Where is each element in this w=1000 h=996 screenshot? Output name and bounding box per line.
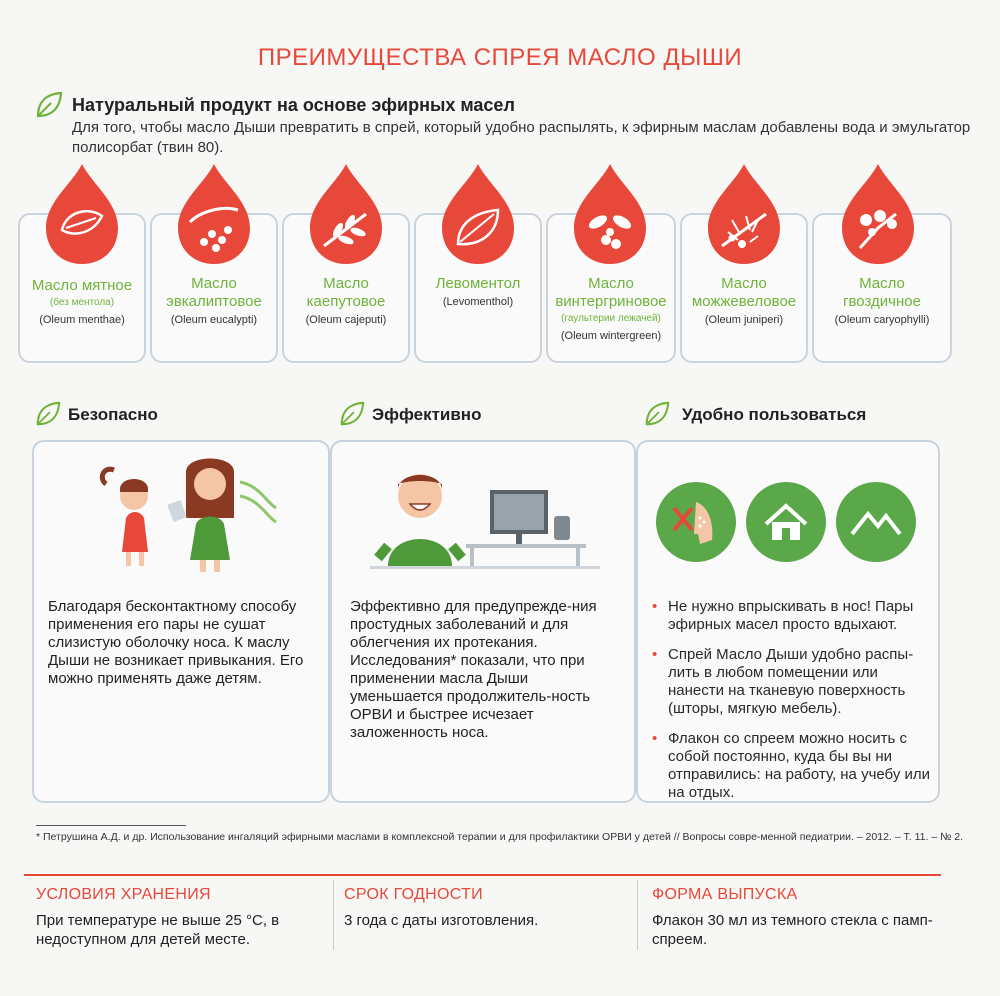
eucalyptus-icon bbox=[172, 160, 256, 268]
feature-text-safe: Благодаря бесконтактному способу примене… bbox=[48, 598, 304, 687]
shelf-life-heading: СРОК ГОДНОСТИ bbox=[344, 886, 483, 903]
man-at-desk-illustration bbox=[370, 472, 600, 572]
storage-text: При температуре не выше 25 °С, в недосту… bbox=[36, 912, 280, 948]
oil-name: Масло мятное bbox=[31, 277, 133, 294]
feature-heading: Эффективно bbox=[372, 405, 482, 424]
no-nose-spray-icon bbox=[656, 482, 736, 562]
intro-text: Для того, чтобы масло Дыши превратить в … bbox=[72, 119, 971, 156]
leaf-icon bbox=[436, 160, 520, 268]
feature-heading: Безопасно bbox=[68, 405, 158, 424]
mother-child-illustration bbox=[90, 452, 280, 572]
bullet-item: Флакон со спреем можно носить с собой по… bbox=[652, 730, 934, 802]
footnote-divider bbox=[36, 825, 186, 826]
bullet-item: Не нужно впрыскивать в нос! Пары эфирных… bbox=[652, 598, 934, 634]
oil-latin: (Oleum cajeputi) bbox=[305, 314, 387, 326]
shelf-life-text: 3 года с даты изготовления. bbox=[344, 912, 539, 929]
feature-box-effective bbox=[330, 440, 636, 803]
bottom-rule bbox=[24, 874, 941, 876]
leaf-icon bbox=[34, 400, 62, 428]
feature-text-effective: Эффективно для предупрежде-ния простудны… bbox=[350, 598, 597, 741]
cajeput-sprig-icon bbox=[304, 160, 388, 268]
oil-note: (без ментола) bbox=[49, 297, 115, 308]
juniper-icon bbox=[702, 160, 786, 268]
oil-name: Масло гвоздичное bbox=[843, 275, 921, 310]
bottom-divider bbox=[637, 880, 638, 950]
oil-latin: (Oleum caryophylli) bbox=[834, 314, 930, 326]
oil-name: Масло каепутовое bbox=[306, 275, 386, 310]
bottom-divider bbox=[333, 880, 334, 950]
oil-latin: (Oleum juniperi) bbox=[704, 314, 784, 326]
bullet-item: Спрей Масло Дыши удобно распы-лить в люб… bbox=[652, 646, 934, 718]
release-form-text: Флакон 30 мл из темного стекла с памп-сп… bbox=[652, 912, 933, 948]
clove-icon bbox=[836, 160, 920, 268]
home-icon bbox=[746, 482, 826, 562]
oil-name: Масло винтергриновое bbox=[555, 275, 667, 310]
mint-leaf-icon bbox=[40, 160, 124, 268]
oil-name: Масло можжевеловое bbox=[691, 275, 797, 310]
mountains-icon bbox=[836, 482, 916, 562]
oil-latin: (Oleum wintergreen) bbox=[560, 330, 662, 342]
leaf-icon bbox=[643, 400, 671, 428]
oil-card: Масло эвкалиптовое (Oleum eucalypti) bbox=[150, 213, 278, 363]
oil-latin: (Oleum menthae) bbox=[39, 314, 125, 326]
oil-name: Левоментол bbox=[435, 275, 521, 292]
release-form-heading: ФОРМА ВЫПУСКА bbox=[652, 886, 798, 903]
wintergreen-berries-icon bbox=[568, 160, 652, 268]
leaf-icon bbox=[338, 400, 366, 428]
oil-note: (гаультерии лежачей) bbox=[561, 313, 661, 324]
oil-latin: (Oleum eucalypti) bbox=[170, 314, 258, 326]
footnote: * Петрушина А.Д. и др. Использование инг… bbox=[36, 831, 964, 843]
oil-latin: (Levomenthol) bbox=[442, 296, 514, 308]
feature-heading: Удобно пользоваться bbox=[682, 405, 867, 424]
leaf-icon bbox=[34, 90, 64, 120]
oil-name: Масло эвкалиптовое bbox=[166, 275, 262, 310]
page-title: ПРЕИМУЩЕСТВА СПРЕЯ МАСЛО ДЫШИ bbox=[257, 44, 743, 71]
feature-bullets-convenient: Не нужно впрыскивать в нос! Пары эфирных… bbox=[652, 598, 934, 814]
intro-heading: Натуральный продукт на основе эфирных ма… bbox=[72, 95, 515, 115]
feature-box-safe bbox=[32, 440, 330, 803]
storage-heading: УСЛОВИЯ ХРАНЕНИЯ bbox=[36, 886, 211, 903]
